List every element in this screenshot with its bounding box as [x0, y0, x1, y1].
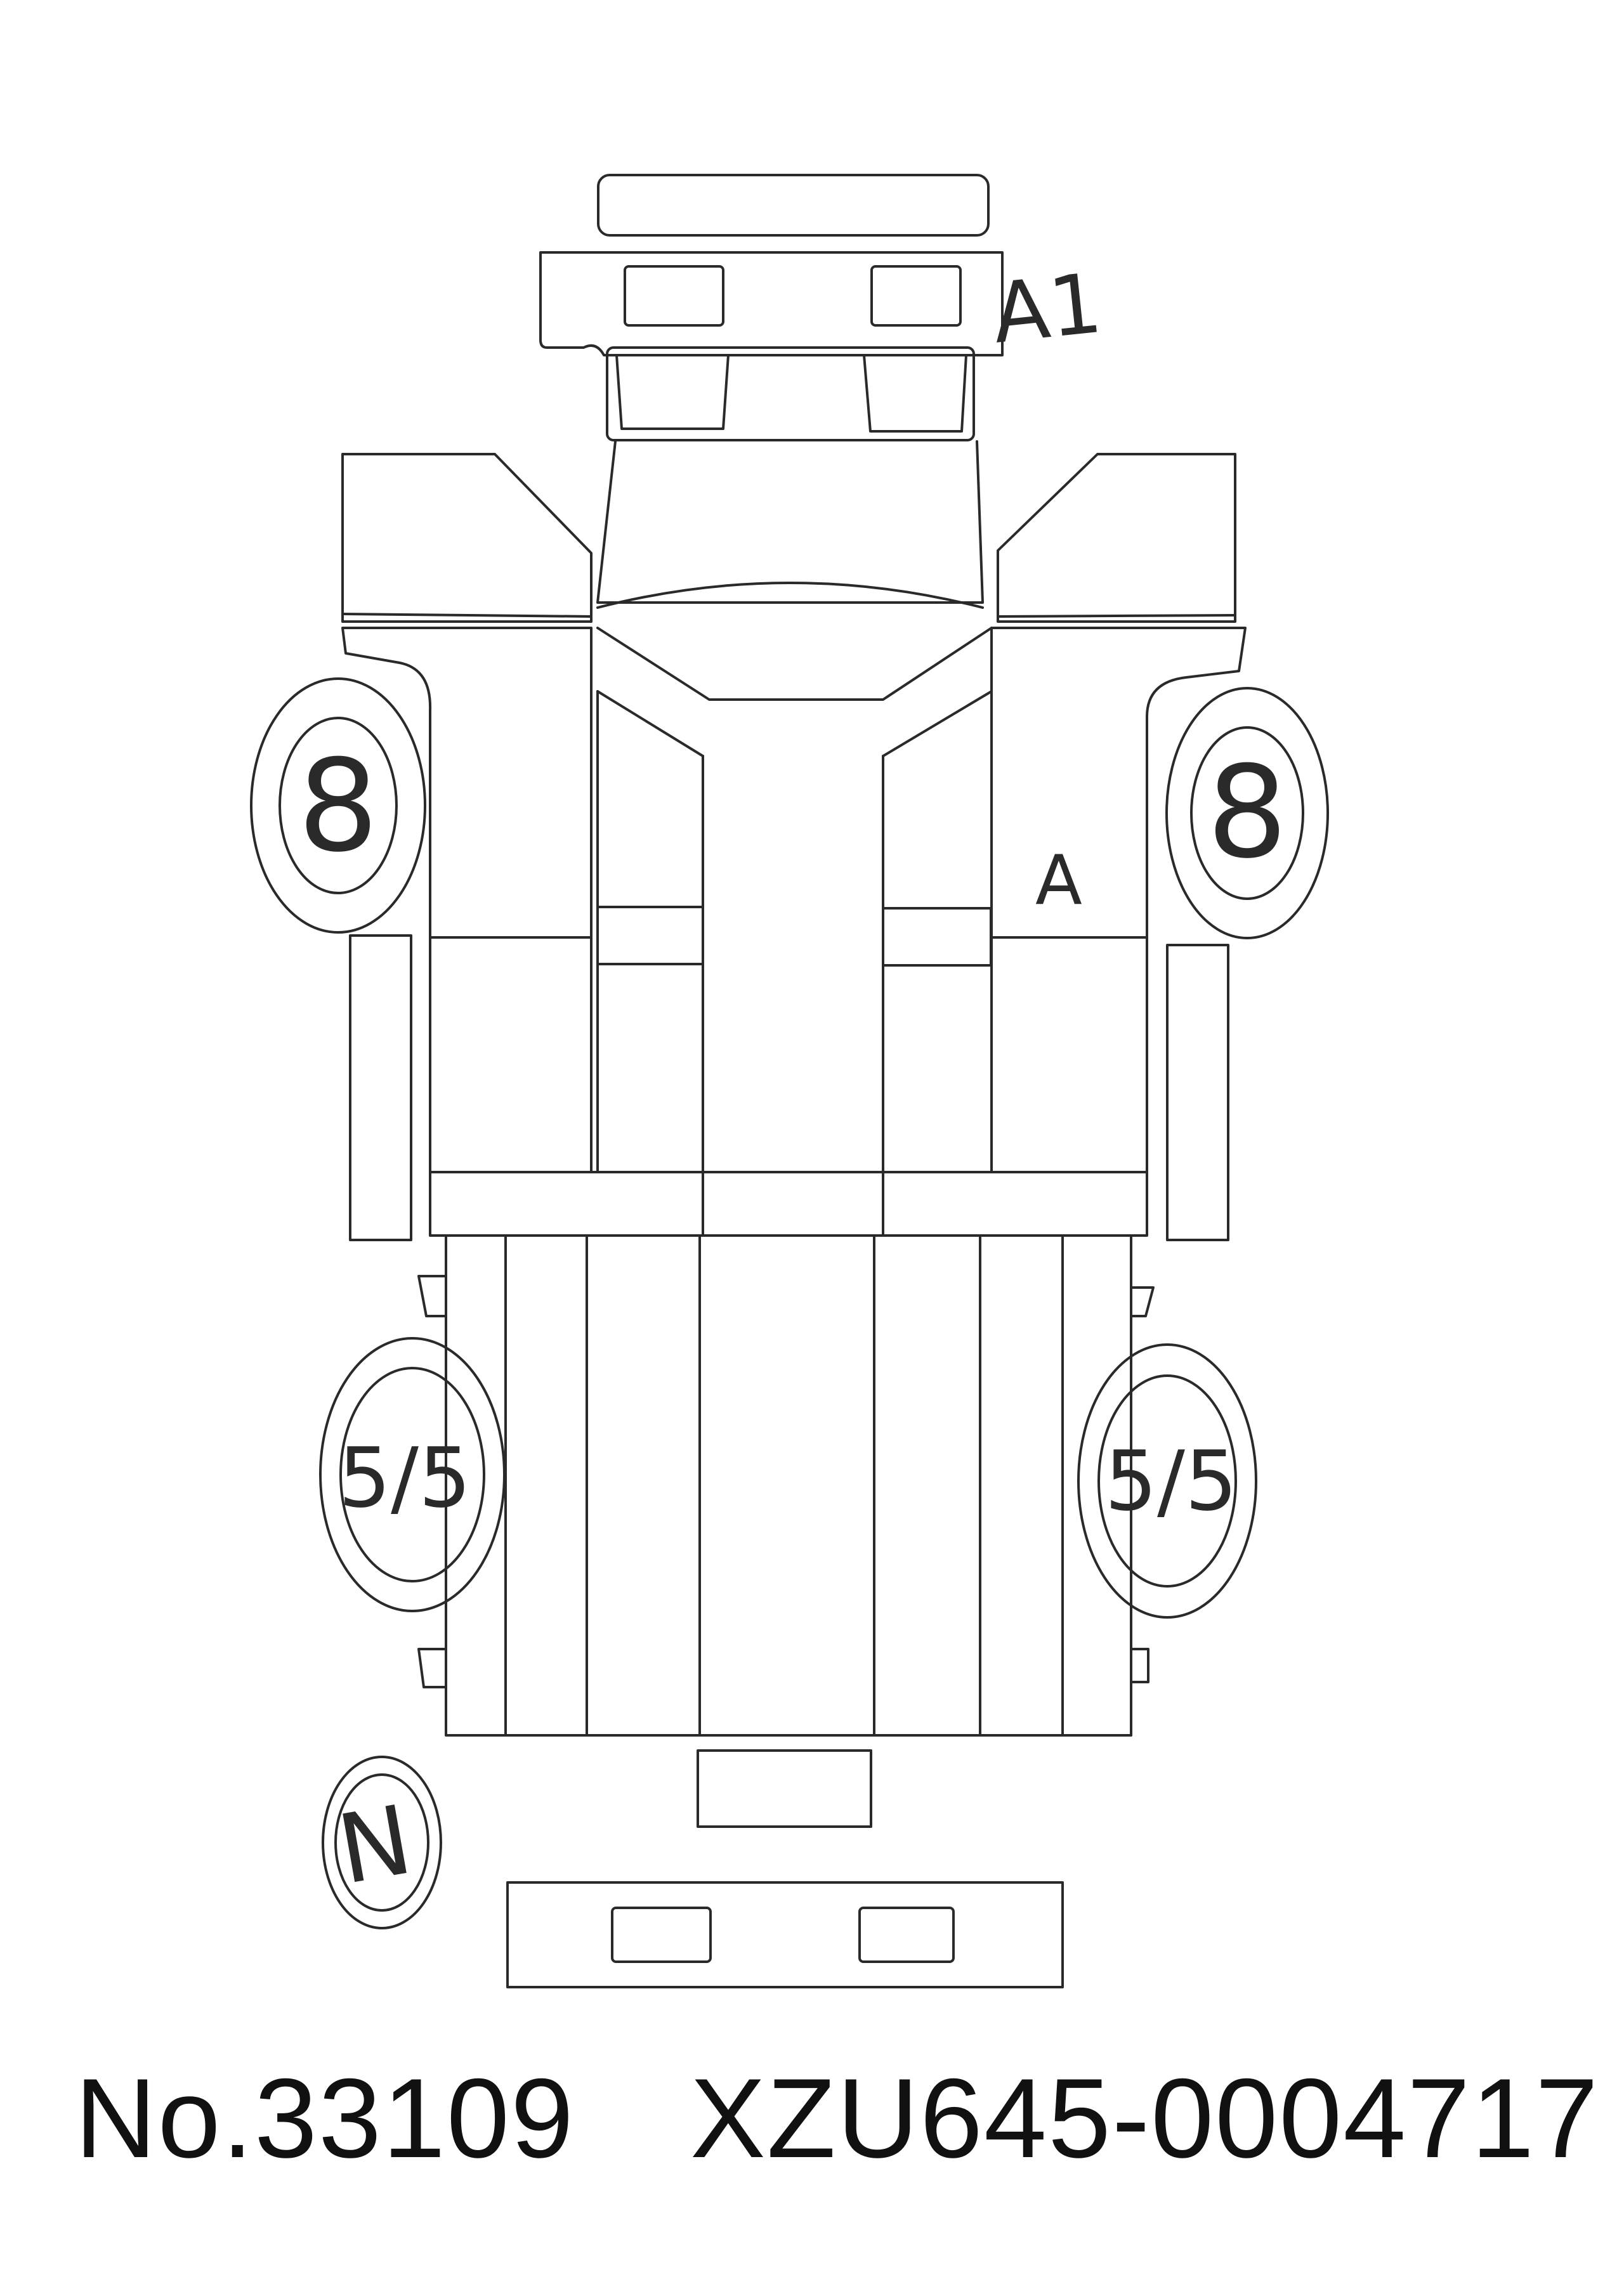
rear-hitch-block: [697, 1749, 872, 1828]
rear-left-tire: [319, 1337, 506, 1612]
left-door: [341, 627, 593, 939]
cargo-bed: [445, 1234, 1132, 1737]
cab-cross-bar: [429, 1171, 1148, 1237]
left-step: [596, 906, 704, 965]
headlamp-block: [606, 346, 975, 441]
cab-center-spine: [702, 755, 884, 1173]
mark-right-door: A: [1035, 841, 1082, 920]
spare-tire: [322, 1756, 442, 1929]
front-grille-slot-right: [870, 265, 962, 327]
left-side-skirt: [349, 934, 412, 1241]
vin-number: XZU645-0004717: [690, 2055, 1600, 2181]
rear-right-tire: [1077, 1343, 1257, 1619]
mark-rear-right-tire: 5/5: [1104, 1433, 1237, 1529]
right-mirror-panel: [997, 453, 1236, 623]
front-right-tire-hub: [1190, 726, 1304, 900]
rear-right-fender-tab-bottom: [1130, 1648, 1149, 1683]
cab-roof-left-slope: [596, 690, 704, 757]
cab-front-outline: [596, 440, 984, 604]
mark-spare-tire: N: [331, 1785, 420, 1906]
rear-right-tire-hub: [1097, 1374, 1237, 1588]
rear-light-left: [611, 1907, 712, 1963]
footer: No.33109 XZU645-0004717: [0, 2055, 1624, 2182]
front-left-tire: [250, 677, 426, 934]
cab-roof: [596, 627, 993, 701]
right-step: [882, 907, 992, 967]
mark-front-bumper: A1: [988, 255, 1106, 362]
headlamp-left: [615, 354, 730, 430]
cab-roof-right-slope: [882, 690, 993, 757]
rear-bumper: [506, 1881, 1064, 1988]
right-mirror-base: [997, 614, 1236, 618]
right-side-skirt: [1166, 944, 1229, 1241]
front-right-tire: [1165, 687, 1329, 939]
left-mirror-base: [341, 613, 593, 618]
right-door: [990, 627, 1247, 939]
front-left-tire-hub: [278, 717, 398, 894]
headlamp-right: [863, 354, 967, 433]
lot-number: No.33109: [75, 2055, 575, 2181]
front-grille-panel: [539, 251, 1004, 356]
left-mirror-panel: [341, 453, 593, 623]
right-lower-body: [990, 936, 1148, 1173]
spare-tire-hub: [334, 1773, 429, 1912]
rear-left-fender-tab-top: [417, 1275, 447, 1317]
rear-left-fender-tab-bottom: [417, 1648, 447, 1688]
mark-front-left-tire: 8: [298, 733, 378, 880]
mark-front-right-tire: 8: [1207, 739, 1287, 887]
rear-right-fender-tab-top: [1130, 1286, 1155, 1317]
windshield-curve: [596, 582, 984, 609]
rear-left-tire-hub: [339, 1367, 485, 1582]
rear-light-right: [858, 1907, 955, 1963]
mark-rear-left-tire: 5/5: [338, 1430, 471, 1526]
front-bumper-bar: [597, 174, 990, 237]
left-lower-body: [429, 936, 593, 1173]
front-grille-slot-left: [624, 265, 724, 327]
